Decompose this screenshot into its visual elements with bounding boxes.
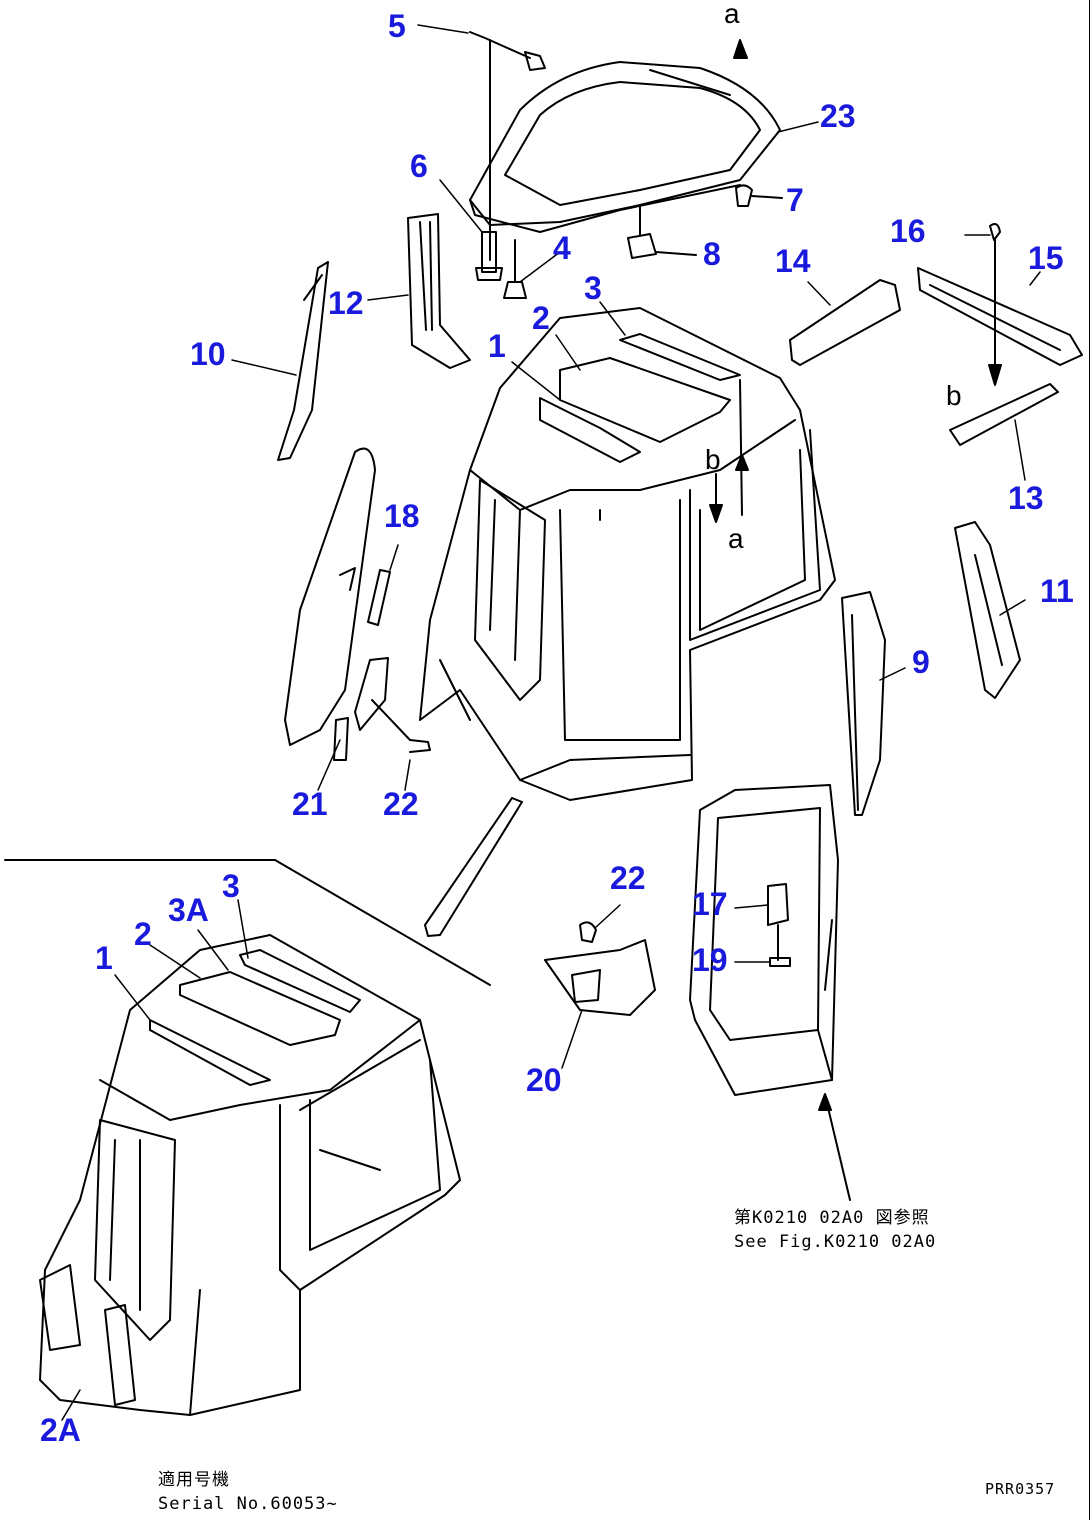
marker-b-right: b [946, 380, 962, 411]
callout-7: 7 [786, 182, 804, 218]
bracket-part-20 [544, 939, 656, 1016]
callout-11: 11 [1040, 573, 1074, 609]
callout-2a: 2A [40, 1412, 81, 1448]
screw-part-16 [989, 223, 1001, 241]
pillar-part-12 [407, 213, 471, 369]
callout-12: 12 [328, 285, 364, 321]
serial-label-jp: 適用号機 [158, 1470, 230, 1490]
callout-18: 18 [384, 498, 420, 534]
handle-part-17 [767, 883, 789, 926]
clip-part-22 [579, 921, 597, 943]
callout-8: 8 [703, 236, 721, 272]
leader-lines [61, 24, 1041, 1421]
callout-21: 21 [292, 786, 328, 822]
glass-panel [284, 447, 391, 746]
callout-3a: 3A [168, 892, 209, 928]
callout-15: 15 [1028, 240, 1064, 276]
callout-23: 23 [820, 98, 856, 134]
callout-16: 16 [890, 213, 926, 249]
reference-note-en: See Fig.K0210 02A0 [734, 1232, 937, 1252]
roof-panel-part [469, 61, 781, 233]
marker-a-top: a [724, 0, 740, 29]
callout-5: 5 [388, 8, 406, 44]
callout-17: 17 [692, 886, 728, 922]
callout-20: 20 [526, 1062, 562, 1098]
cab-frame [419, 307, 836, 801]
cab-variant-frame [39, 934, 461, 1416]
callout-9: 9 [912, 644, 930, 680]
door-frame [689, 784, 839, 1096]
block-part-8 [627, 233, 657, 259]
bolt-part-6 [475, 231, 527, 299]
callout-3: 3 [584, 270, 602, 306]
roof-strips [539, 333, 741, 463]
callout-4: 4 [553, 230, 571, 266]
part-18 [367, 569, 391, 626]
bar-part-15 [917, 267, 1083, 366]
pillar-strip [424, 797, 523, 937]
cab-variant-roof-strips [149, 949, 361, 1086]
callout-3-variant: 3 [222, 868, 240, 904]
callout-2-variant: 2 [134, 916, 152, 952]
callout-2: 2 [532, 300, 550, 336]
strip-part-10 [277, 261, 329, 461]
molding-part-14 [789, 279, 901, 366]
bar-part-13 [949, 383, 1059, 446]
callout-1-variant: 1 [95, 940, 113, 976]
divider-diagonal [274, 859, 491, 986]
pillar-part-11 [954, 521, 1021, 699]
callout-10: 10 [190, 336, 226, 372]
callout-6: 6 [410, 148, 428, 184]
callout-22-upper: 22 [383, 786, 419, 822]
serial-label-en: Serial No.60053~ [158, 1494, 338, 1514]
callout-13: 13 [1008, 480, 1044, 516]
lock-part-21 [333, 657, 431, 761]
strip-part-9 [841, 591, 886, 816]
callout-14: 14 [775, 243, 811, 279]
callout-1: 1 [488, 328, 506, 364]
drawing-code: PRR0357 [985, 1480, 1056, 1498]
screw-part-19 [769, 957, 791, 967]
callout-19: 19 [692, 942, 728, 978]
clip-part-7 [735, 184, 753, 207]
reference-note-jp: 第K0210 02A0 図参照 [734, 1208, 930, 1228]
bolt-part-5 [469, 31, 546, 261]
marker-a-center: a [728, 523, 744, 554]
callout-22-lower: 22 [610, 860, 646, 896]
marker-b-center: b [705, 444, 721, 475]
